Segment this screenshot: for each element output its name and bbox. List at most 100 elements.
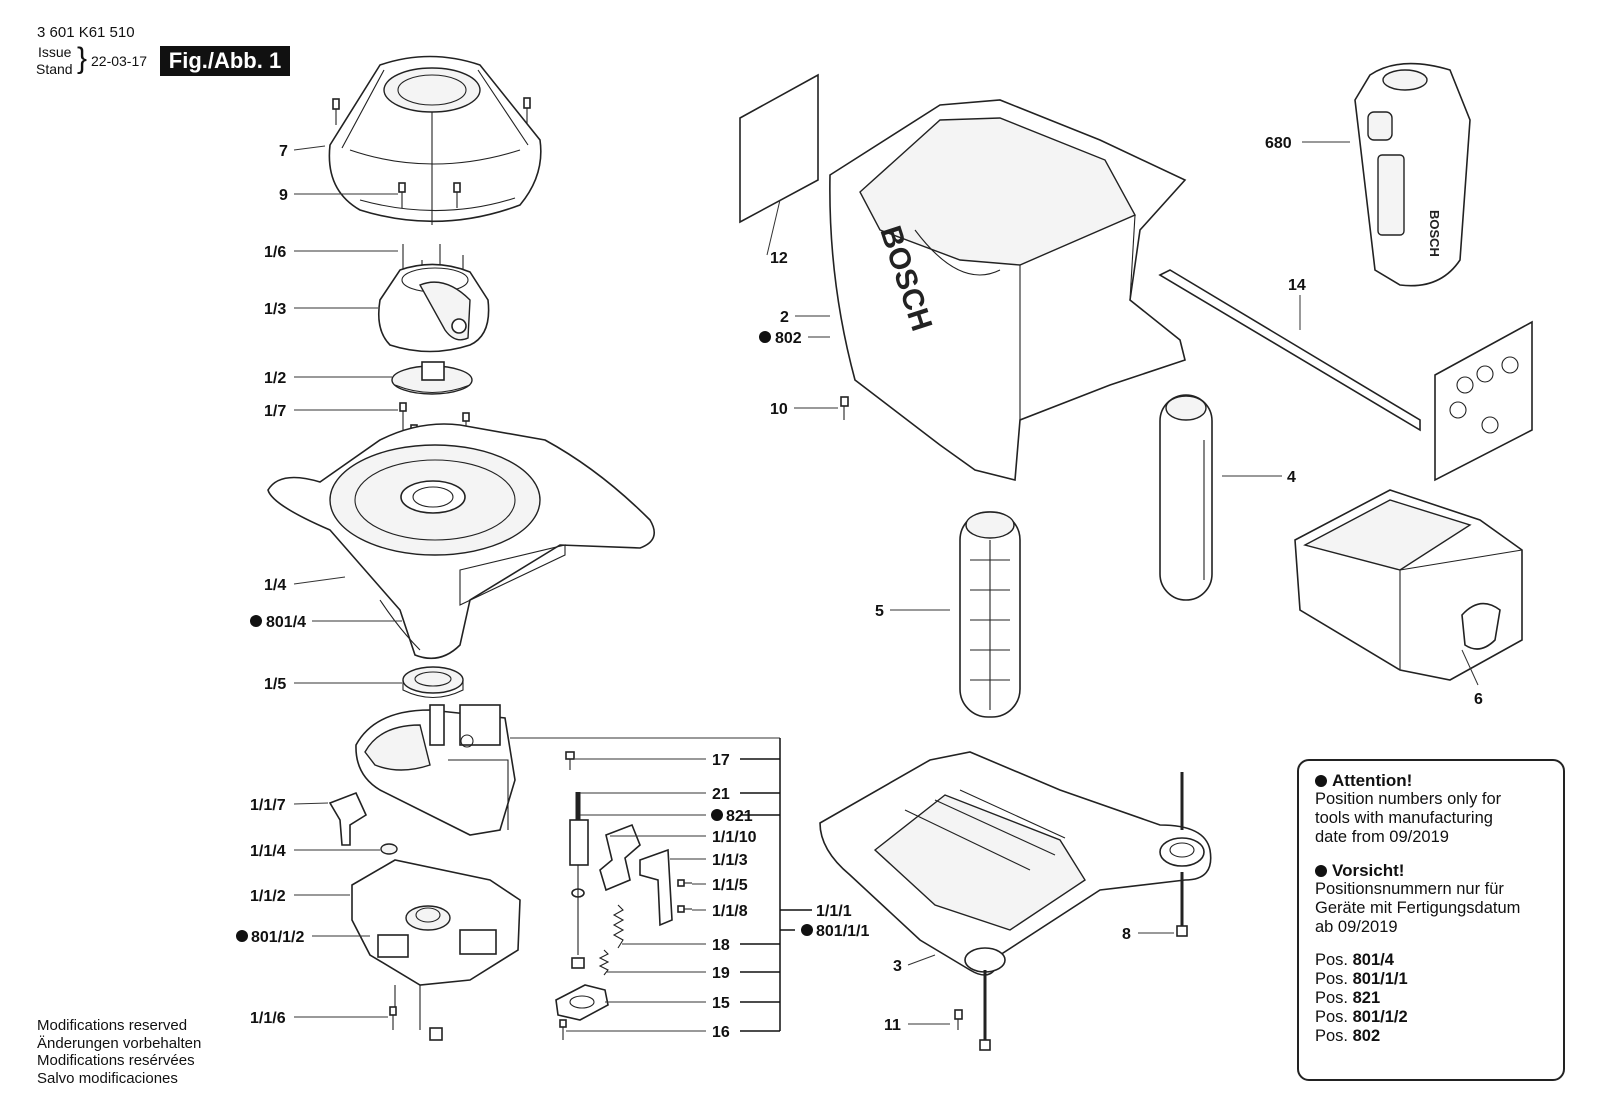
modifications-en: Modifications reserved — [37, 1017, 188, 1034]
callout-1-1-2: 1/1/2 — [250, 888, 286, 905]
callout-19: 19 — [712, 965, 730, 982]
part-5-battery-cell — [959, 511, 1021, 718]
callout-7: 7 — [279, 143, 288, 160]
pos-row-3: Pos. 821 — [1315, 989, 1381, 1007]
figure-label: Fig./Abb. 1 — [160, 46, 290, 76]
part-10-screw — [840, 396, 849, 420]
screw-7-left — [332, 98, 340, 125]
modifications-note: Modifications reserved Änderungen vorbeh… — [37, 1017, 201, 1087]
modifications-es: Salvo modificaciones — [37, 1069, 178, 1087]
part-8-leveling-screw — [1176, 772, 1188, 937]
part-7-top-cage — [328, 55, 542, 225]
leader-lines — [293, 141, 1479, 1032]
part-19-spring — [598, 949, 610, 976]
callout-680: 680 — [1265, 135, 1292, 152]
callout-1-1-1: 1/1/1 — [816, 903, 852, 920]
part-1-1-2-circuit-board — [351, 859, 521, 1041]
callout-17: 17 — [712, 752, 730, 769]
screw-9-a — [398, 182, 406, 208]
callout-1-1-5: 1/1/5 — [712, 877, 748, 894]
callout-15: 15 — [712, 995, 730, 1012]
callout-802: 802 — [775, 330, 802, 347]
callout-1-5: 1/5 — [264, 676, 286, 693]
part-2-housing: BOSCH — [829, 99, 1187, 482]
callout-16: 16 — [712, 1024, 730, 1041]
attention-text-2: tools with manufacturing — [1315, 809, 1493, 827]
issue-label: Issue — [38, 44, 72, 60]
part-1-5-ring — [402, 666, 464, 698]
part-1-4-tripod-base — [267, 423, 656, 660]
callout-1-1-8: 1/1/8 — [712, 903, 748, 920]
callout-10: 10 — [770, 401, 788, 418]
callout-1-1-10: 1/1/10 — [712, 829, 757, 846]
callout-1-1-7: 1/1/7 — [250, 797, 286, 814]
callout-12: 12 — [770, 250, 788, 267]
modifications-de: Änderungen vorbehalten — [37, 1034, 202, 1052]
bullet-821 — [711, 809, 723, 821]
part-1-1-8-screw — [677, 905, 692, 913]
vorsicht-text-2: Geräte mit Fertigungsdatum — [1315, 899, 1521, 917]
callout-3: 3 — [893, 958, 902, 975]
part-1-1-7-flex-cable — [328, 791, 368, 846]
part-14-contact-strip — [1158, 269, 1533, 482]
pos-row-2: Pos. 801/1/1 — [1315, 970, 1408, 988]
part-3-leveling-screw — [979, 970, 991, 1051]
part-3-bottom-shell — [819, 751, 1212, 976]
part-18-spring — [612, 904, 625, 949]
screw-7-right — [523, 97, 531, 124]
attention-title: Attention! — [1332, 771, 1413, 790]
part-1-1-4-washer — [380, 843, 398, 855]
bullet-802 — [759, 331, 771, 343]
modifications-fr: Modifications resérvées — [37, 1052, 195, 1069]
part-1-1-6-screw — [389, 1006, 397, 1030]
attention-title-row: Attention! — [1315, 771, 1553, 790]
callout-821: 821 — [726, 808, 753, 825]
doc-number: 3 601 K61 510 — [37, 24, 135, 41]
bullet-801-4 — [250, 615, 262, 627]
part-1-1-motor-housing — [355, 704, 516, 836]
part-1-1-3-plate — [639, 848, 673, 927]
bullet-icon — [1315, 865, 1327, 877]
callout-1-7: 1/7 — [264, 403, 286, 420]
part-12-label — [739, 73, 819, 224]
notice-box: Attention! Position numbers only for too… — [1297, 759, 1565, 1081]
part-6-battery-compartment — [1294, 489, 1523, 681]
callout-9: 9 — [279, 187, 288, 204]
part-1-1-10-clip — [599, 823, 641, 892]
part-17-screw — [565, 751, 575, 770]
part-680-remote-control: BOSCH — [1354, 62, 1471, 287]
callout-6: 6 — [1474, 691, 1483, 708]
stand-label: Stand — [36, 61, 73, 77]
callout-11: 11 — [884, 1017, 901, 1034]
pos-row-4: Pos. 801/1/2 — [1315, 1008, 1408, 1026]
callout-801-1-1: 801/1/1 — [816, 923, 869, 940]
callout-1-1-3: 1/1/3 — [712, 852, 748, 869]
callout-5: 5 — [875, 603, 884, 620]
part-1-2-bracket — [391, 361, 473, 395]
part-4-battery-cell — [1159, 394, 1213, 601]
callout-801-4: 801/4 — [266, 614, 306, 631]
callout-1-6: 1/6 — [264, 244, 286, 261]
attention-text-1: Position numbers only for — [1315, 790, 1502, 808]
part-11-screw — [954, 1009, 963, 1030]
callout-8: 8 — [1122, 926, 1131, 943]
vorsicht-text-1: Positionsnummern nur für — [1315, 880, 1504, 898]
callout-801-1-2: 801/1/2 — [251, 929, 304, 946]
callout-1-4: 1/4 — [264, 577, 286, 594]
bullet-801-1-1 — [801, 924, 813, 936]
callout-1-2: 1/2 — [264, 370, 286, 387]
bullet-801-1-2 — [236, 930, 248, 942]
screw-9-b — [453, 182, 461, 208]
part-15-gasket — [555, 984, 609, 1021]
callout-14: 14 — [1288, 277, 1306, 294]
vorsicht-title: Vorsicht! — [1332, 861, 1405, 880]
vorsicht-text-3: ab 09/2019 — [1315, 918, 1398, 936]
callout-1-1-6: 1/1/6 — [250, 1010, 286, 1027]
pos-row-5: Pos. 802 — [1315, 1027, 1381, 1045]
callout-1-1-4: 1/1/4 — [250, 843, 286, 860]
part-1-3-head-cap — [377, 263, 490, 353]
part-16-screw — [559, 1019, 567, 1040]
callout-4: 4 — [1287, 469, 1296, 486]
callout-18: 18 — [712, 937, 730, 954]
